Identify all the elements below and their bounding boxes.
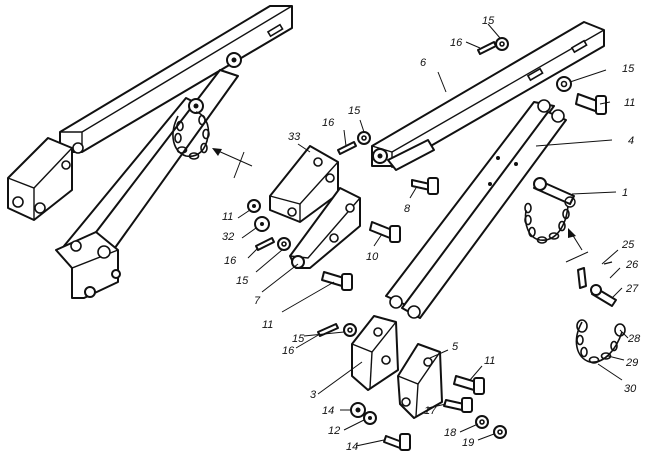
callout-18: 18	[444, 427, 457, 439]
callout-15: 15	[482, 15, 495, 27]
callout-7: 7	[254, 295, 261, 307]
callout-14: 12	[328, 425, 340, 437]
callout-5: 5	[452, 341, 459, 353]
callout-11: 8	[404, 203, 411, 215]
callout-16: 16	[322, 117, 335, 129]
part-3-angle-bracket	[351, 315, 399, 391]
callout-3: 3	[310, 389, 317, 401]
leader-lines	[237, 23, 629, 447]
callout-6: 6	[420, 57, 427, 69]
callout-19: 19	[462, 437, 474, 449]
part-1-pin-with-chain	[524, 177, 589, 263]
callout-28: 28	[627, 333, 641, 345]
callout-16: 16	[282, 345, 295, 357]
callout-33: 33	[288, 131, 301, 143]
callout-8: 14	[346, 441, 358, 453]
callout-16: 16	[450, 37, 463, 49]
callout-15: 15	[348, 105, 361, 117]
part-6-long-bar	[371, 21, 605, 171]
callout-15: 15	[622, 63, 635, 75]
part-4-twin-struts	[385, 99, 567, 319]
part-7-bracket	[289, 187, 361, 269]
callout-30: 30	[624, 383, 637, 395]
callout-32: 32	[222, 231, 234, 243]
callout-10: 14	[322, 405, 334, 417]
callout-16: 16	[224, 255, 237, 267]
left-frame-assembly	[7, 5, 293, 299]
left-assembly-arrow	[215, 149, 253, 167]
callout-11: 11	[262, 319, 273, 331]
callout-27: 27	[625, 283, 639, 295]
callout-1: 1	[622, 187, 628, 199]
callout-25: 25	[621, 239, 635, 251]
callout-26: 26	[625, 259, 639, 271]
left-bracket-block	[7, 137, 73, 221]
callout-4: 4	[628, 135, 634, 147]
callout-11: 10	[366, 251, 379, 263]
left-beam-slot	[266, 23, 284, 38]
part-5-angle-bracket	[397, 343, 443, 419]
callout-14: 11	[222, 211, 233, 223]
callout-11: 11	[484, 355, 495, 367]
callout-15: 15	[236, 275, 249, 287]
callout-17: 17	[424, 405, 437, 417]
callout-labels: 15 16 15 11 6 4 1 33 16 15 8 10 11 11 11…	[222, 15, 641, 453]
fasteners	[247, 37, 626, 451]
callout-12: 11	[624, 97, 635, 109]
callout-29: 29	[625, 357, 638, 369]
callout-15: 15	[292, 333, 305, 345]
